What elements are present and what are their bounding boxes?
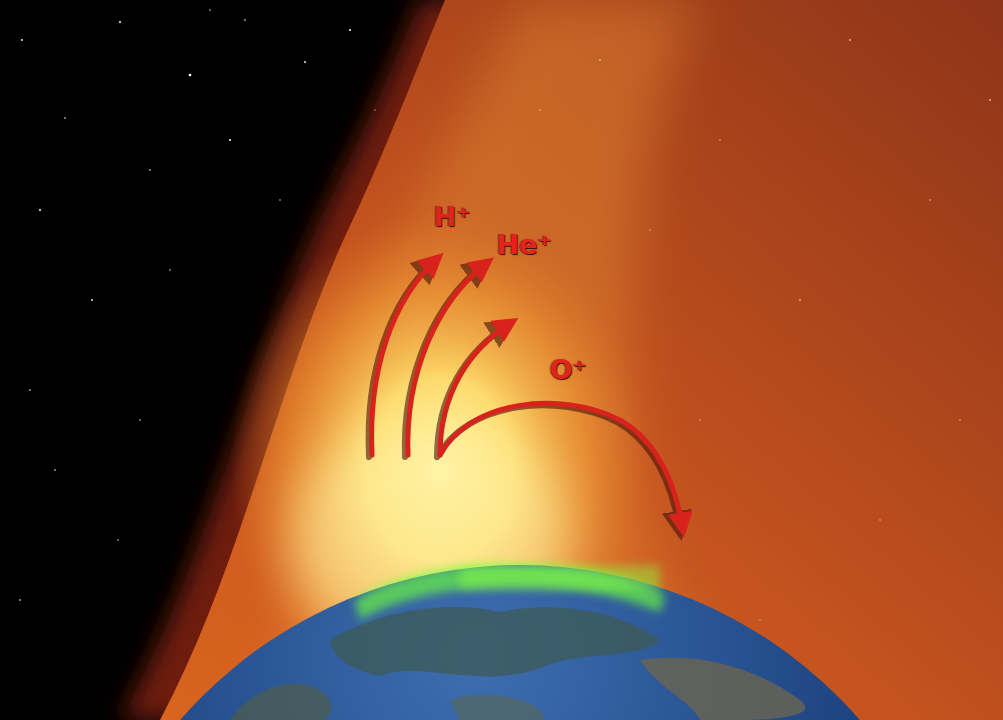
o-ion-escape-arrow (440, 322, 512, 455)
h-ion-arrow (372, 258, 438, 455)
earth-globe (70, 565, 970, 720)
o-ion-return-arrow (440, 403, 683, 530)
ion-label: He⁺ (496, 231, 551, 258)
ion-label: O⁺ (549, 356, 586, 383)
ion-arrows (369, 258, 683, 532)
plasma-plume (120, 0, 1003, 720)
aurora-oval (355, 564, 665, 620)
he-ion-arrow (408, 262, 488, 455)
ion-label: H⁺ (434, 203, 471, 230)
